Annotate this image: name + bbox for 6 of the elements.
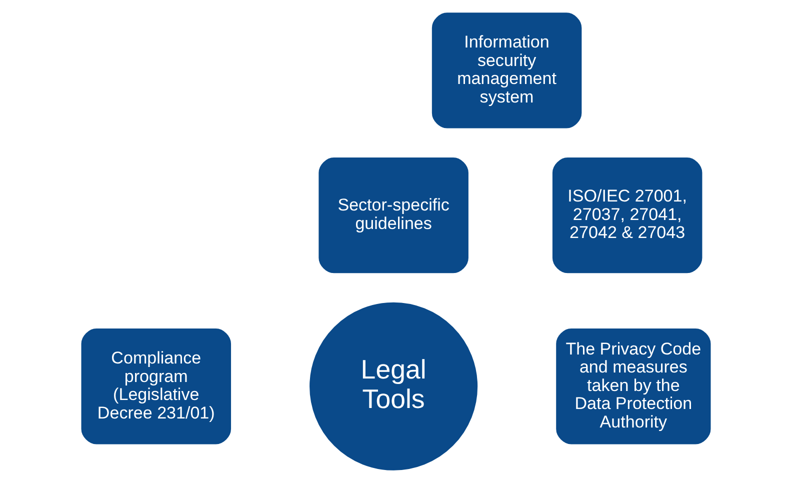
node-box: The Privacy Code and measures taken by the Data Protection Authority xyxy=(556,328,711,444)
node-circle: Legal Tools xyxy=(310,302,478,470)
node-box: ISO/IEC 27001, 27037, 27041, 27042 & 27043 xyxy=(552,157,702,274)
node-box: Information security management system xyxy=(432,12,582,128)
node-box: Sector-specific guidelines xyxy=(318,157,468,274)
node-box: Compliance program (Legislative Decree 231/01) xyxy=(81,328,232,444)
